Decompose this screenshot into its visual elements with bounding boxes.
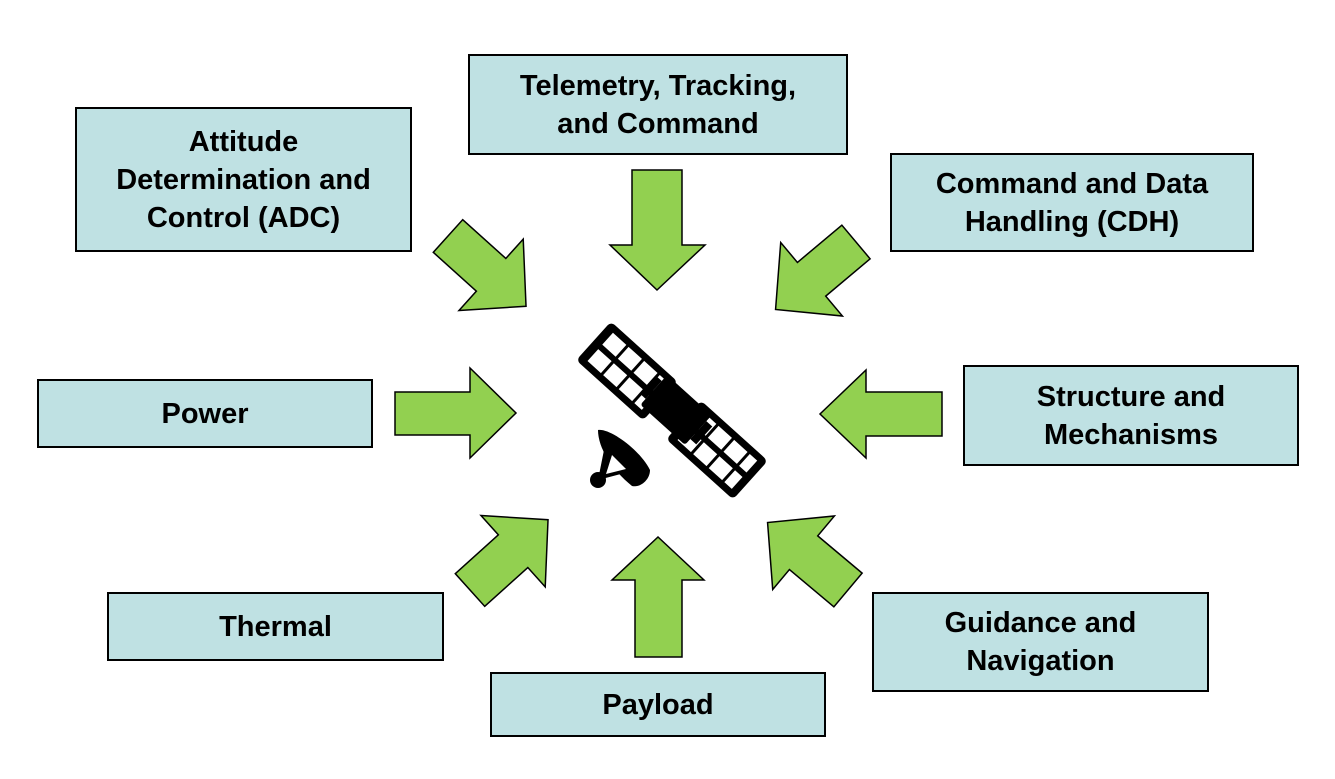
satellite-icon <box>578 323 766 498</box>
subsystem-thermal: Thermal <box>107 592 444 661</box>
subsystem-guidance: Guidance and Navigation <box>872 592 1209 692</box>
arrow-cdh <box>774 224 872 317</box>
subsystem-power: Power <box>37 379 373 448</box>
subsystem-telemetry: Telemetry, Tracking, and Command <box>468 54 848 155</box>
arrow-power <box>394 366 518 460</box>
subsystem-adc: Attitude Determination and Control (ADC) <box>75 107 412 252</box>
arrow-structure <box>818 368 943 460</box>
arrow-payload <box>610 535 706 658</box>
arrow-telemetry <box>608 169 707 292</box>
arrow-thermal <box>454 514 549 608</box>
arrow-guidance <box>766 515 864 608</box>
subsystem-cdh: Command and Data Handling (CDH) <box>890 153 1254 252</box>
arrow-adc <box>432 218 527 312</box>
subsystem-payload: Payload <box>490 672 826 737</box>
subsystem-structure: Structure and Mechanisms <box>963 365 1299 466</box>
